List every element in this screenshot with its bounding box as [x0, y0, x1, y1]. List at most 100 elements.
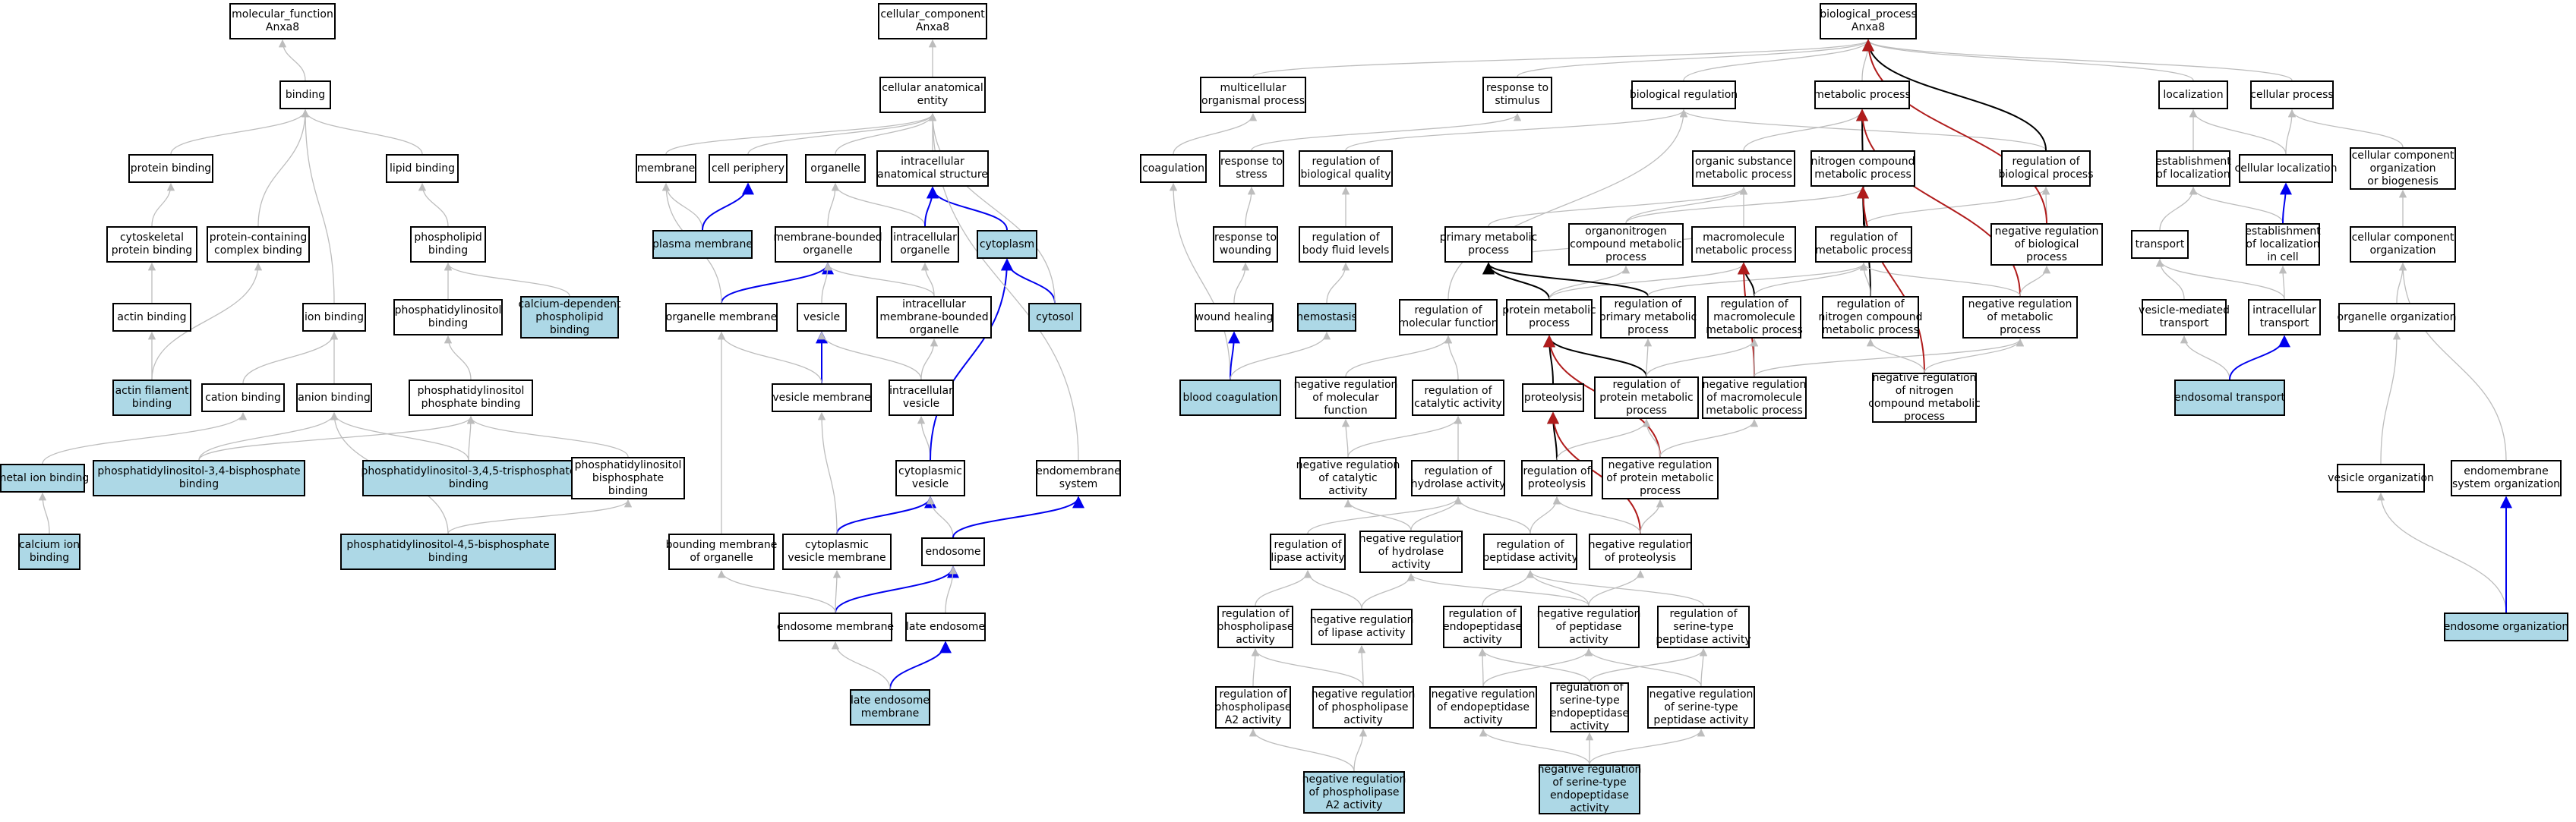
edge-neg_reg_serine_endo-to-neg_reg_endopeptidase	[1479, 728, 1590, 765]
go-term-label-line: metabolic process	[1822, 323, 1919, 336]
edge-ca_ion-to-metal_ion	[38, 492, 50, 534]
go-term-label-line: vesicle	[902, 398, 940, 410]
go-term-label-line: establishment	[2155, 156, 2231, 168]
go-term-label-line: negative regulation	[1311, 688, 1416, 701]
go-term-label-line: of lipase activity	[1318, 627, 1406, 639]
go-term-label-line: regulation of	[1448, 607, 1517, 620]
edge-reg_serine_type-to-reg_peptidase	[1526, 569, 1704, 606]
edge-imbo-to-intracellular_org	[920, 262, 935, 297]
go-term-label-line: anatomical structure	[877, 168, 988, 181]
edge-membrane-to-cae	[665, 112, 937, 155]
edge-cvm-to-cytoplasmic_vesicle	[836, 496, 936, 534]
edge-neg_reg_bio-to-bp	[1862, 39, 2047, 224]
go-term-label-line: plasma membrane	[652, 238, 753, 250]
go-term-label-line: activity	[1463, 713, 1503, 726]
edge-transport-to-establishment_loc	[2159, 186, 2198, 231]
edge-neg_reg_pla2-to-reg_pla2	[1249, 728, 1355, 772]
go-term-label-line: late endosome	[905, 620, 986, 633]
go-term-label-line: phospholipid	[414, 231, 482, 244]
go-term-late-endosome: late endosome	[905, 613, 986, 641]
go-term-endosome-membrane: endosome membrane	[777, 613, 894, 641]
go-term-label-line: phospholipase	[1214, 701, 1292, 713]
edge-cellular_process-to-bp	[1864, 39, 2293, 81]
go-term-label-line: negative regulation	[1872, 372, 1977, 384]
edge-endosome-to-endomembrane	[952, 496, 1084, 538]
go-term-metal-ion: metal ion binding	[0, 464, 89, 493]
go-term-cation-binding: cation binding	[201, 383, 285, 412]
go-term-label-line: compound metabolic	[1570, 238, 1682, 250]
edge-cytosol-to-cae	[928, 112, 1056, 304]
go-term-label-line: biological quality	[1300, 168, 1391, 181]
edge-lipid_binding-to-binding	[301, 109, 423, 155]
go-term-label-line: of molecular	[1312, 391, 1379, 404]
go-term-label-line: metabolic process	[1814, 168, 1911, 181]
go-term-label-line: complex binding	[214, 244, 302, 257]
go-term-label-line: binding	[131, 398, 172, 410]
go-term-label-line: regulation of	[1720, 298, 1788, 310]
go-term-label-line: endopeptidase	[1442, 620, 1523, 633]
edge-reg_primary-to-reg_metabolic	[1647, 262, 1868, 297]
go-term-label-line: negative regulation	[1588, 539, 1693, 551]
go-term-blood-coagulation: blood coagulation	[1179, 380, 1281, 416]
edge-neg_reg_protein_mp-to-reg_protein_mp	[1642, 418, 1661, 458]
edge-reg_proteolysis-to-reg_protein_mp	[1556, 418, 1651, 461]
edge-cytoplasmic_vesicle-to-intracellular_vesicle	[917, 415, 931, 461]
go-term-label-line: organelle	[803, 244, 853, 257]
edge-plasma_membrane-to-membrane	[661, 182, 703, 231]
go-term-label-line: bounding membrane	[665, 539, 778, 551]
edge-endomembrane_org-to-ccorg	[2398, 262, 2507, 461]
edge-reg_peptidase-to-reg_hydrolase	[1454, 496, 1531, 534]
go-term-label-line: organic substance	[1694, 156, 1793, 168]
go-term-endosome: endosome	[921, 537, 985, 566]
go-term-label-line: peptidase activity	[1656, 633, 1751, 646]
go-term-transport: transport	[2131, 230, 2189, 259]
go-term-label-line: binding	[608, 484, 649, 497]
go-term-label-line: metabolic process	[1706, 404, 1803, 417]
edge-intracellular_vesicle-to-imbo	[920, 338, 939, 380]
go-term-label-line: A2 activity	[1325, 798, 1383, 811]
edge-late_endosome_membrane-to-endosome_membrane	[831, 641, 891, 690]
go-term-label-line: endosome organization	[2443, 620, 2569, 633]
go-term-label-line: regulation of	[1614, 298, 1682, 310]
go-term-ion-binding: ion binding	[302, 303, 366, 332]
go-term-label-line: phosphatidylinositol-4,5-bisphosphate	[346, 539, 550, 551]
go-term-label-line: macromolecule	[1703, 231, 1785, 244]
edge-neg_reg_serine_endo-to-neg_reg_serine_type	[1589, 728, 1706, 765]
go-term-label-line: protein binding	[130, 162, 212, 175]
edge-coagulation-to-multicellular	[1173, 112, 1258, 155]
go-term-label-line: ion binding	[305, 310, 364, 323]
edge-neg_reg_nitrogen-to-neg_reg_metabolic	[1924, 338, 2025, 373]
go-term-label-line: negative regulation	[1649, 688, 1754, 701]
go-term-label-line: activity	[1391, 558, 1431, 571]
go-term-vesicle-org: vesicle organization	[2328, 464, 2434, 493]
edge-reg_catalytic-to-reg_mol_func	[1444, 335, 1459, 380]
edge-response_stimulus-to-bp	[1517, 39, 1873, 77]
go-term-label-line: process	[2000, 323, 2041, 336]
go-term-label-line: phosphate binding	[421, 398, 521, 410]
go-term-label-line: metabolic process	[1814, 88, 1911, 101]
go-term-label-line: vesicle-mediated	[2139, 304, 2230, 317]
edge-localization-to-bp	[1864, 39, 2194, 81]
go-term-label-line: process	[2026, 250, 2067, 263]
go-term-label-line: endosome	[925, 545, 981, 558]
go-term-label-line: negative regulation	[1608, 458, 1713, 471]
go-term-label-line: primary metabolic	[1439, 231, 1538, 244]
